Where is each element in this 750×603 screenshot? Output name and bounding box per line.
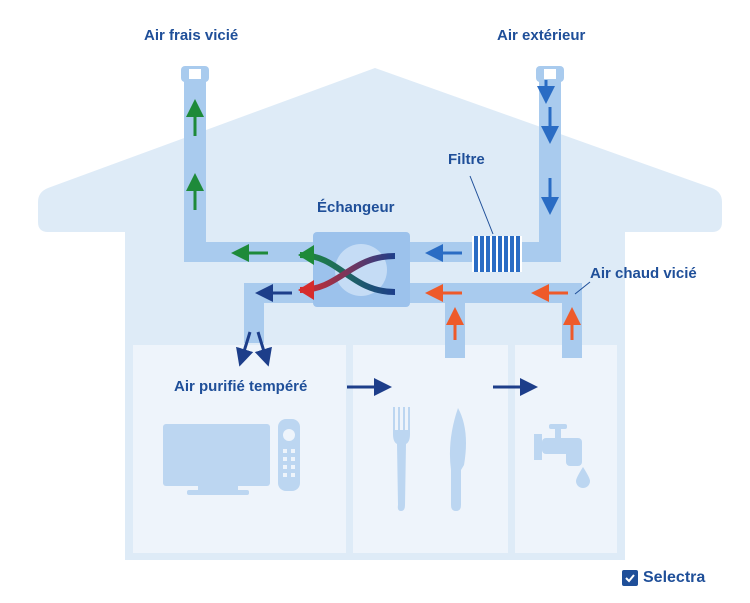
knife-icon [449, 408, 466, 511]
room-kitchen [353, 345, 508, 553]
television-icon [163, 424, 270, 495]
filter-icon [472, 236, 522, 272]
filter-leader-line [469, 175, 494, 235]
heat-exchanger-icon [298, 232, 410, 307]
label-air-frais-vicie: Air frais vicié [144, 27, 239, 44]
exhaust-cap [181, 66, 209, 82]
label-air-chaud-vicie: Air chaud vicié [590, 265, 697, 282]
checkmark-icon [622, 570, 638, 586]
fork-icon [393, 407, 410, 511]
flow-arrows [186, 80, 581, 396]
brand-logo: Selectra [622, 569, 705, 587]
label-air-exterieur: Air extérieur [497, 27, 586, 44]
brand-name: Selectra [643, 569, 706, 586]
air-chaud-leader-line [574, 281, 591, 295]
label-air-purifie-tempere: Air purifié tempéré [174, 378, 308, 395]
label-echangeur: Échangeur [317, 199, 395, 216]
remote-control-icon [278, 419, 300, 491]
intake-cap [536, 66, 564, 82]
faucet-icon [534, 424, 582, 466]
label-filtre: Filtre [448, 151, 485, 168]
water-drop-icon [576, 467, 590, 488]
